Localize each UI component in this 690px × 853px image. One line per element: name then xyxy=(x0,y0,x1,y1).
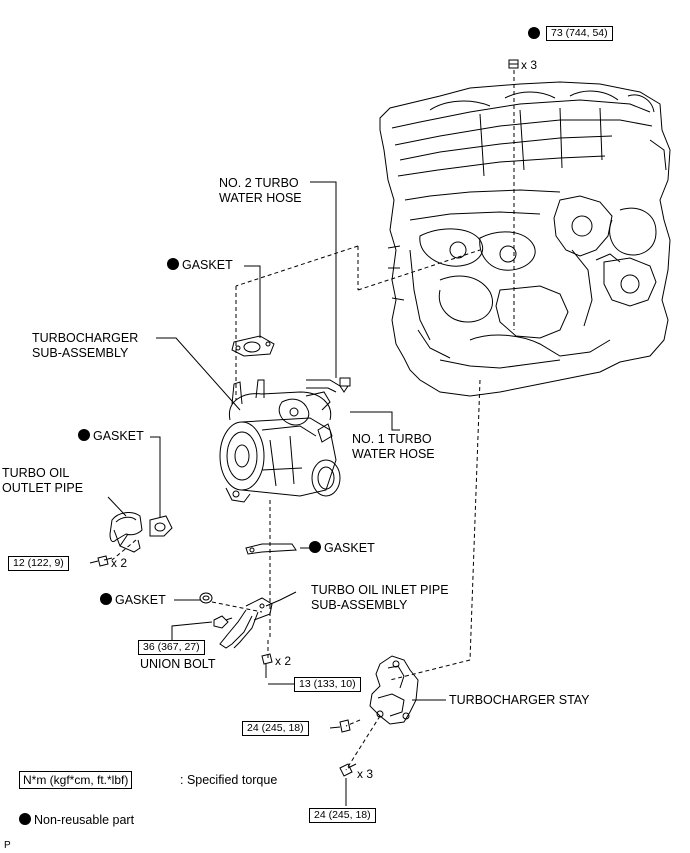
gasket-top-label: GASKET xyxy=(167,258,233,273)
no1-hose-label: NO. 1 TURBO WATER HOSE xyxy=(352,432,435,461)
turbocharger-label: TURBOCHARGER SUB-ASSEMBLY xyxy=(32,331,139,360)
non-reusable-icon xyxy=(167,258,179,270)
non-reusable-icon xyxy=(309,541,321,553)
turbo-stay-label: TURBOCHARGER STAY xyxy=(449,693,590,707)
gasket-union-label: GASKET xyxy=(100,593,166,608)
oil-outlet-label: TURBO OIL OUTLET PIPE xyxy=(2,466,84,495)
torque-outlet-box: 12 (122, 9) xyxy=(8,556,69,571)
quantity-stay: x 3 xyxy=(357,767,374,781)
quantity-inlet: x 2 xyxy=(275,654,292,668)
non-reusable-icon xyxy=(100,593,112,605)
torque-legend-box: N*m (kgf*cm, ft.*lbf) xyxy=(19,771,133,789)
guide-lines xyxy=(111,70,515,771)
oil-inlet-label: TURBO OIL INLET PIPE SUB-ASSEMBLY xyxy=(311,583,449,612)
torque-union-box: 36 (367, 27) xyxy=(138,640,205,655)
inlet-gasket-part xyxy=(245,543,297,555)
torque-legend-text: : Specified torque xyxy=(180,773,278,787)
inlet-nut xyxy=(261,653,273,665)
outlet-bolt xyxy=(97,555,113,567)
union-bolt-part xyxy=(213,615,233,629)
stay-bolt xyxy=(339,763,357,777)
gasket-left-label: GASKET xyxy=(78,429,144,444)
outlet-gasket-part xyxy=(149,515,173,537)
oil-outlet-pipe-part xyxy=(109,512,143,553)
non-reusable-icon xyxy=(528,27,540,39)
torque-top-box: 73 (744, 54) xyxy=(546,26,613,41)
stay-nut xyxy=(339,719,351,733)
top-nut xyxy=(508,59,519,69)
engine-block xyxy=(379,81,671,397)
turbocharger-stay-part xyxy=(369,655,419,725)
torque-inlet-box: 13 (133, 10) xyxy=(294,677,361,692)
quantity-outlet: x 2 xyxy=(111,556,128,570)
non-reusable-icon xyxy=(19,813,31,825)
quantity-top: x 3 xyxy=(521,58,538,72)
turbo-gasket-part xyxy=(231,335,275,357)
non-reusable-icon xyxy=(78,429,90,441)
no2-hose-label: NO. 2 TURBO WATER HOSE xyxy=(219,176,302,205)
gasket-mid-label: GASKET xyxy=(309,541,375,556)
union-gasket-part xyxy=(199,592,213,604)
turbocharger-part xyxy=(219,377,351,503)
torque-stay-nut-box: 24 (245, 18) xyxy=(242,721,309,736)
footer-code: P xyxy=(4,840,11,851)
torque-stay-bolt-box: 24 (245, 18) xyxy=(309,808,376,823)
nonreusable-legend: Non-reusable part xyxy=(19,813,134,828)
oil-inlet-pipe-part xyxy=(219,597,273,649)
union-bolt-label: UNION BOLT xyxy=(140,657,216,671)
